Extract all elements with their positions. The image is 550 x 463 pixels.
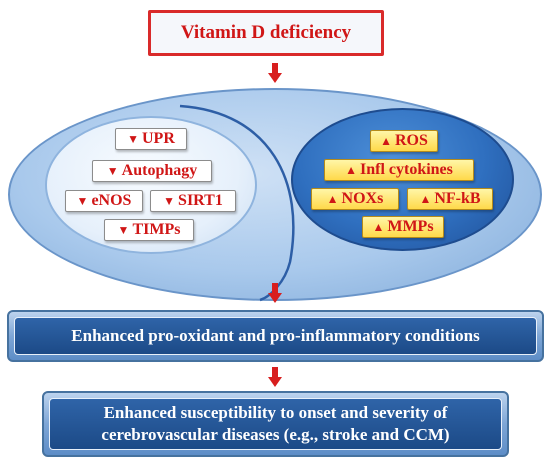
pro-oxidant-conditions-label: Enhanced pro-oxidant and pro-inflammator…: [14, 317, 537, 355]
up-arrow-icon: ▲: [345, 163, 357, 177]
down-arrow-icon: [268, 367, 282, 387]
susceptibility-bar: Enhanced susceptibility to onset and sev…: [42, 391, 509, 457]
up-arrow-icon: ▲: [380, 134, 392, 148]
susceptibility-line2: cerebrovascular diseases (e.g., stroke a…: [101, 425, 450, 444]
up-arrow-icon: ▲: [419, 192, 432, 206]
down-arrow-icon: ▼: [117, 223, 130, 237]
chip-upr: ▼UPR: [115, 128, 187, 150]
chip-ros: ▲ROS: [370, 130, 438, 152]
down-arrow-icon: ▼: [76, 194, 89, 208]
chip-sirt1: ▼SIRT1: [150, 190, 236, 212]
up-arrow-icon: ▲: [372, 220, 385, 234]
down-arrow-icon: [268, 283, 282, 303]
chip-noxs: ▲NOXs: [311, 188, 399, 210]
down-arrow-icon: ▼: [163, 194, 176, 208]
chip-nf-kb: ▲NF-kB: [407, 188, 493, 210]
up-arrow-icon: ▲: [326, 192, 339, 206]
down-arrow-icon: [268, 63, 282, 83]
chip-enos: ▼eNOS: [65, 190, 143, 212]
pro-oxidant-conditions-bar: Enhanced pro-oxidant and pro-inflammator…: [7, 310, 544, 362]
vitamin-d-deficiency-label: Vitamin D deficiency: [180, 22, 352, 43]
chip-infl-cytokines: ▲Infl cytokines: [324, 159, 474, 181]
chip-mmps: ▲MMPs: [362, 216, 444, 238]
vitamin-d-deficiency-box: Vitamin D deficiency: [148, 10, 384, 56]
chip-timps: ▼TIMPs: [104, 219, 194, 241]
susceptibility-line1: Enhanced susceptibility to onset and sev…: [103, 403, 448, 422]
susceptibility-text: Enhanced susceptibility to onset and sev…: [49, 398, 502, 450]
down-arrow-icon: ▼: [106, 164, 119, 178]
down-arrow-icon: ▼: [127, 132, 139, 146]
chip-autophagy: ▼Autophagy: [92, 160, 212, 182]
